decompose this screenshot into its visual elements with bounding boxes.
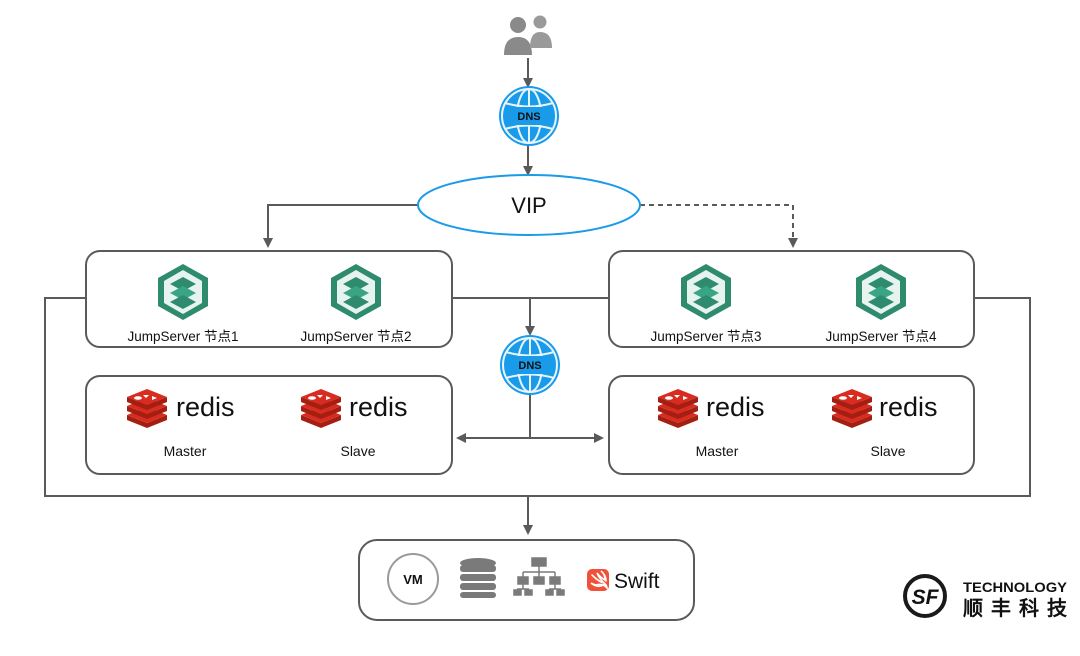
- node-label: JumpServer 节点4: [825, 329, 937, 344]
- users-icon: [504, 15, 552, 55]
- vip-to-right-dashed-arrow: [640, 204, 798, 248]
- swift-label: Swift: [614, 570, 660, 593]
- vip-node: VIP: [417, 174, 641, 236]
- vm-label: VM: [403, 572, 423, 587]
- database-icon: [460, 558, 496, 598]
- network-topology-icon: [513, 557, 565, 596]
- vm-icon: VM: [387, 553, 439, 605]
- brand-line2: 顺丰科技: [963, 596, 1068, 620]
- redis-logo-icon: [832, 389, 872, 428]
- sf-technology-logo: SF TECHNOLOGY 顺丰科技: [903, 574, 1068, 620]
- vip-label: VIP: [511, 193, 546, 218]
- node-label: JumpServer 节点3: [650, 329, 761, 344]
- redis-wordmark: redis: [706, 392, 765, 422]
- redis-cluster-right: redis redis Master Slave: [608, 375, 975, 475]
- redis-logo-icon: [301, 389, 341, 428]
- brand-line1: TECHNOLOGY: [963, 579, 1068, 595]
- outer-bus-line: [44, 297, 1031, 497]
- vip-to-left-arrow: [263, 204, 418, 248]
- assets-box: VM: [358, 539, 695, 621]
- redis-role-label: Master: [164, 443, 207, 459]
- node-label: JumpServer 节点2: [300, 329, 411, 344]
- connectors: [44, 58, 1031, 535]
- jumpserver-cluster-left: JumpServer 节点1 JumpServer 节点2: [85, 250, 453, 348]
- dns-label: DNS: [518, 360, 541, 372]
- redis-role-label: Master: [696, 443, 739, 459]
- redis-wordmark: redis: [349, 392, 408, 422]
- redis-cluster-left: redis redis Master Slave: [85, 375, 453, 475]
- sf-mark: SF: [912, 586, 940, 609]
- redis-role-label: Slave: [340, 443, 375, 459]
- dns-label: DNS: [517, 111, 540, 123]
- redis-wordmark: redis: [176, 392, 235, 422]
- dns-globe-middle: DNS: [499, 334, 561, 396]
- swift-icon: [587, 569, 609, 591]
- redis-logo-icon: [658, 389, 698, 428]
- redis-wordmark: redis: [879, 392, 938, 422]
- node-label: JumpServer 节点1: [127, 329, 238, 344]
- redis-role-label: Slave: [870, 443, 905, 459]
- redis-logo-icon: [127, 389, 167, 428]
- jumpserver-cluster-right: JumpServer 节点3 JumpServer 节点4: [608, 250, 975, 348]
- dns-globe-top: DNS: [498, 85, 560, 147]
